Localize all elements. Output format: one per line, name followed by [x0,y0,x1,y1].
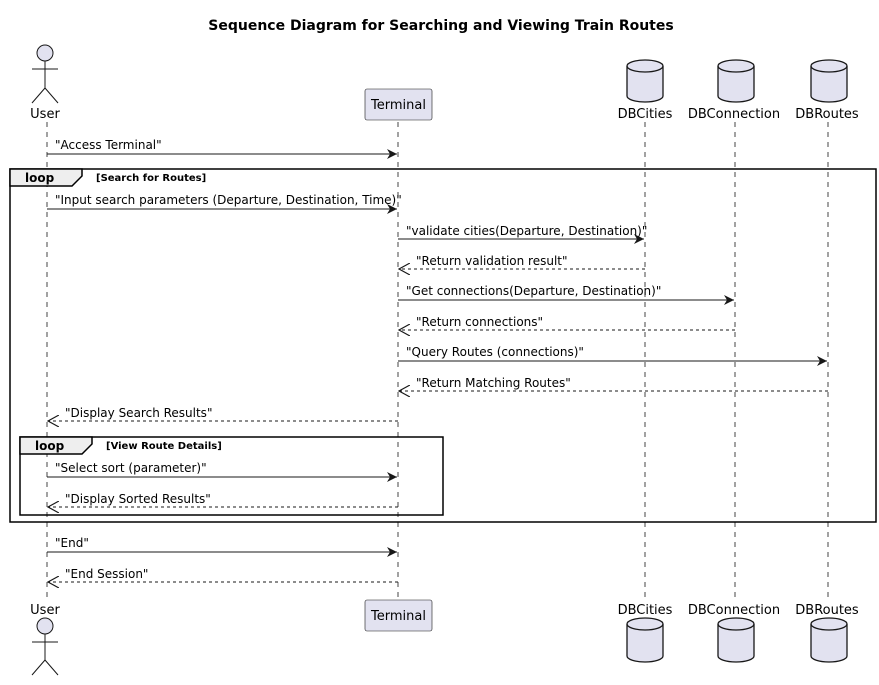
loop-fragment-search: loop [Search for Routes] [9,168,877,523]
actor-head [36,617,54,635]
participant-label-dbroutes: DBRoutes [795,107,859,122]
message-label: "Return validation result" [416,254,568,268]
database-icon-dbcities-bottom [626,617,664,663]
loop-keyword: loop [35,439,65,453]
actor-head [36,44,54,62]
loop-keyword: loop [25,171,55,185]
database-icon-dbroutes-top [810,59,848,103]
database-icon-dbconnection-top [717,59,755,103]
message-label: "Access Terminal" [55,138,162,152]
message-label: "End Session" [65,567,148,581]
database-icon-dbroutes-bottom [810,617,848,663]
participant-label-dbconnection: DBConnection [688,107,780,122]
loop-condition: [View Route Details] [106,441,222,452]
message-label: "Return connections" [416,315,543,329]
participant-label-user: User [30,603,60,618]
database-icon-dbconnection-bottom [717,617,755,663]
participant-label-dbcities: DBCities [618,107,673,122]
message-label: "validate cities(Departure, Destination)… [406,224,647,238]
participant-label-user: User [30,107,60,122]
participant-label-terminal: Terminal [370,98,426,113]
message-label: "Query Routes (connections)" [406,345,584,359]
participant-box-terminal [364,88,433,121]
message-label: "Get connections(Departure, Destination)… [406,284,661,298]
database-icon-dbcities-top [626,59,664,103]
diagram-title: Sequence Diagram for Searching and Viewi… [208,18,673,34]
participant-label-dbconnection: DBConnection [688,603,780,618]
message-label: "Select sort (parameter)" [55,461,207,475]
message-label: "Return Matching Routes" [416,376,571,390]
message-label: "Display Search Results" [65,406,212,420]
participant-label-terminal: Terminal [370,609,426,624]
loop-condition: [Search for Routes] [96,173,206,184]
message-label: "Input search parameters (Departure, Des… [55,193,402,207]
actor-user-top [31,44,59,104]
participant-label-dbcities: DBCities [618,603,673,618]
message-label: "End" [55,536,89,550]
message-label: "Display Sorted Results" [65,492,211,506]
loop-fragment-view-details: loop [View Route Details] [19,436,444,516]
participant-label-dbroutes: DBRoutes [795,603,859,618]
actor-user-bottom [31,617,59,676]
messages: "Access Terminal" "Input search paramete… [47,138,828,582]
participant-box-terminal [364,599,433,632]
